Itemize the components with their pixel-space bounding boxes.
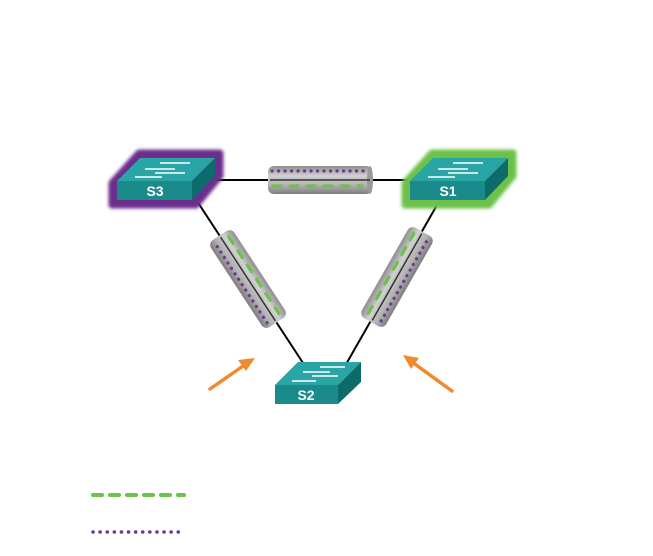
- arrow-up-left-icon: [403, 355, 454, 393]
- switch-label: S2: [297, 387, 314, 403]
- vlan-dotted-line: [379, 237, 430, 323]
- link-bundle-s3-s1: [268, 166, 373, 194]
- switch-label: S3: [146, 183, 163, 199]
- switch-s1[interactable]: S1: [401, 149, 517, 209]
- arrow-up-right-icon: [208, 358, 255, 391]
- legend: [91, 493, 186, 534]
- vlan-dashed-line: [366, 231, 416, 316]
- link-bundle-s1-s2: [361, 227, 433, 327]
- vlan-dashed-line: [227, 235, 281, 316]
- switch-label: S1: [439, 183, 456, 199]
- switch-s3[interactable]: S3: [108, 149, 224, 209]
- switch-arrows-icon: [292, 366, 345, 382]
- switch-s2[interactable]: S2: [275, 362, 361, 404]
- switch-arrows-icon: [135, 162, 190, 178]
- vlan-dotted-line: [215, 244, 270, 326]
- link-bundle-s3-s2: [210, 230, 286, 328]
- switch-arrows-icon: [428, 162, 483, 178]
